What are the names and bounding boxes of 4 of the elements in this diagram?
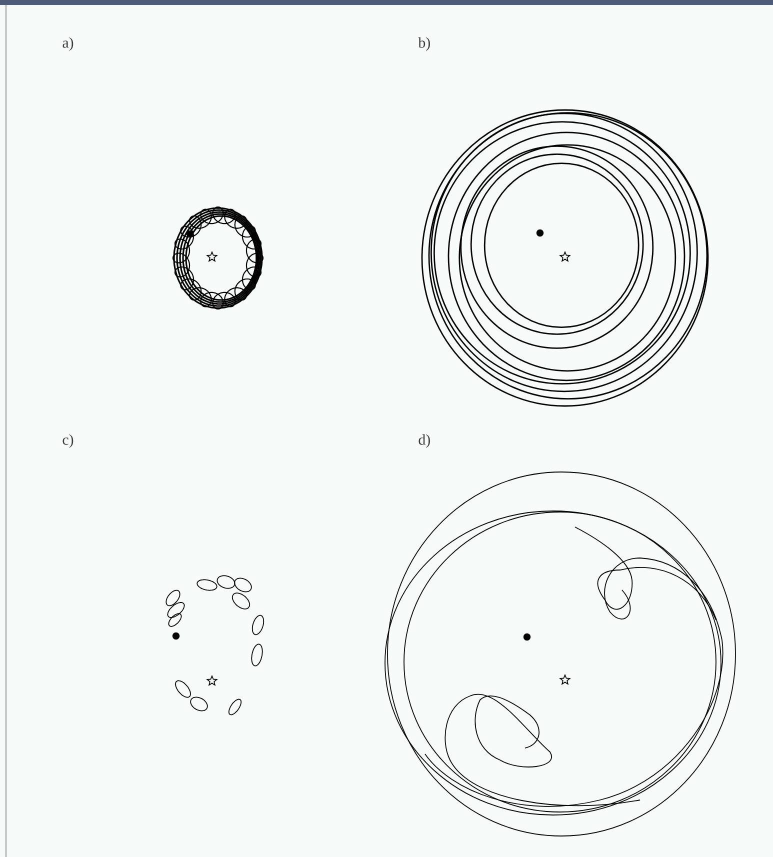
panel-label: b) xyxy=(418,37,430,51)
panel-label: d) xyxy=(418,434,430,448)
panel-label: a) xyxy=(62,37,74,51)
panel-label: c) xyxy=(62,434,74,448)
